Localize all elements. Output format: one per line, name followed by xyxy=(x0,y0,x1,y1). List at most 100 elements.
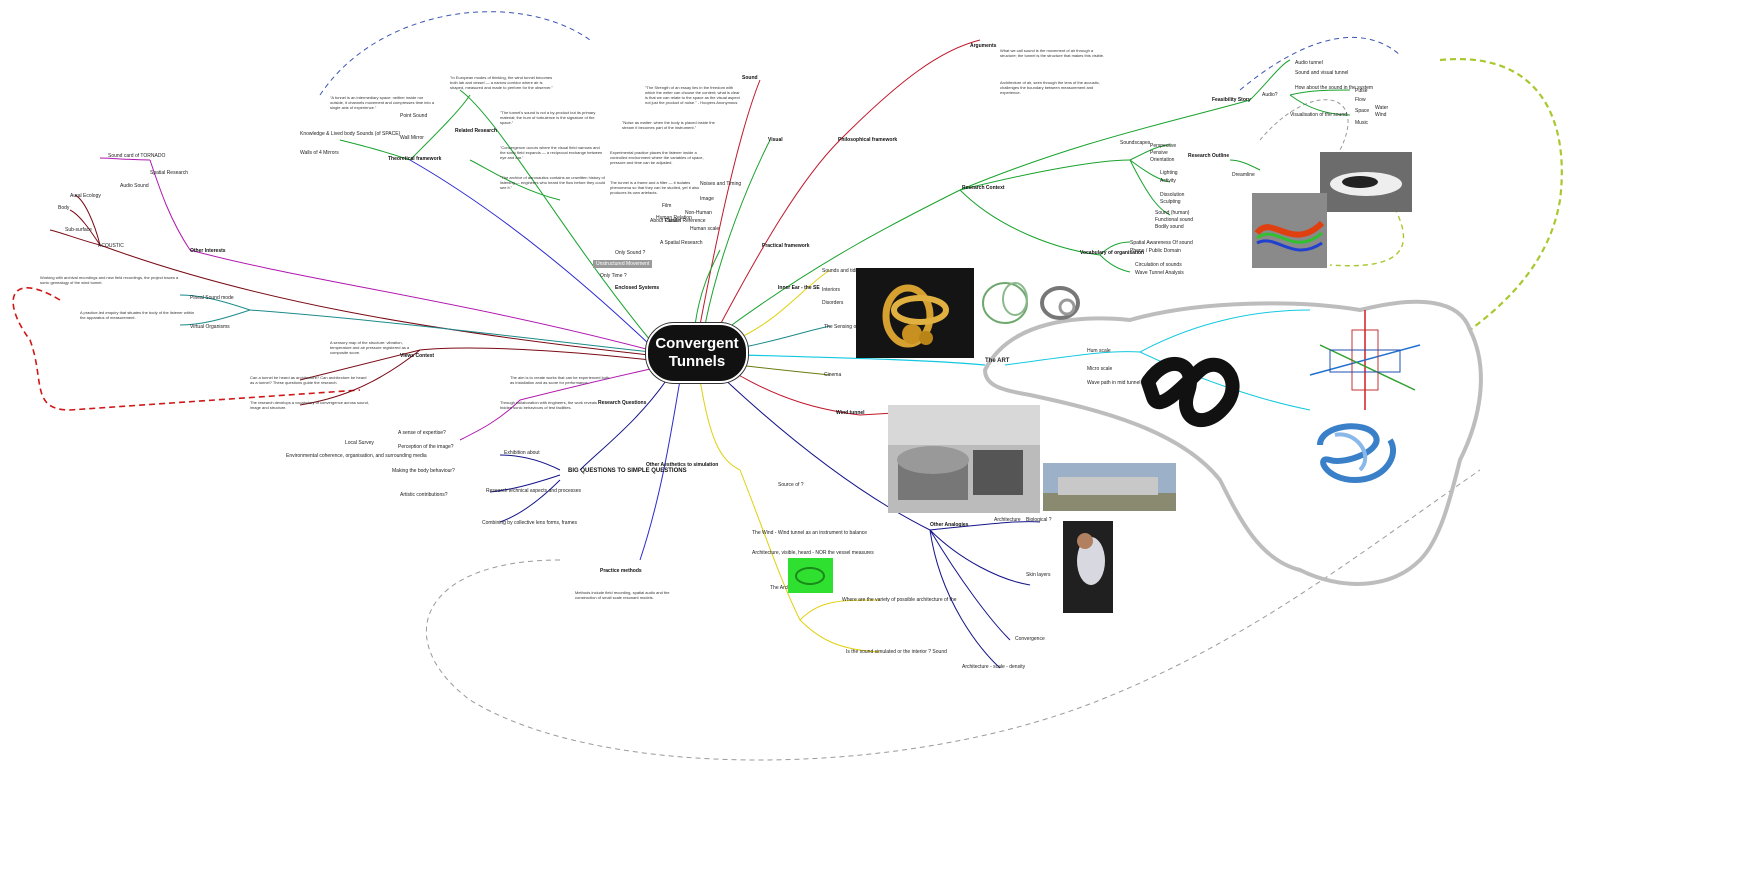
label-only-time[interactable]: Only Time ? xyxy=(600,273,627,279)
heading-practical-framework[interactable]: Practical framework xyxy=(762,243,810,249)
label-variety[interactable]: Where are the variety of possible archit… xyxy=(842,597,957,603)
label-making-body[interactable]: Making the body behaviour? xyxy=(392,468,455,474)
label-architecture[interactable]: Architecture xyxy=(994,517,1021,523)
label-perspective[interactable]: Perspective xyxy=(1150,143,1177,149)
heading-views-context[interactable]: Views Context xyxy=(400,353,435,359)
label-acoustic[interactable]: ACOUSTIC xyxy=(98,243,124,249)
label-sense-expertise[interactable]: A sense of expertise? xyxy=(398,430,446,436)
label-pineal[interactable]: Pineal Sound mode xyxy=(190,295,234,301)
label-lighting[interactable]: Lighting xyxy=(1160,170,1178,176)
heading-research-context[interactable]: Research Context xyxy=(962,185,1005,191)
heading-theoretical-framework[interactable]: Theoretical framework xyxy=(388,156,442,162)
heading-philosophical-framework[interactable]: Philosophical framework xyxy=(838,137,898,143)
label-sound-visual[interactable]: Sound and visual tunnel xyxy=(1295,70,1349,76)
heading-research-outline[interactable]: Research Outline xyxy=(1188,153,1230,159)
label-combining[interactable]: Combining by collective lens forms, fram… xyxy=(482,520,578,526)
label-spatial-awareness[interactable]: Spatial Awareness Of sound xyxy=(1130,240,1193,246)
heading-arguments[interactable]: Arguments xyxy=(970,43,997,49)
label-local-survey[interactable]: Local Survey xyxy=(345,440,374,446)
label-functional-sound[interactable]: Functional sound xyxy=(1155,217,1194,223)
label-artistic[interactable]: Artistic contributions? xyxy=(400,492,448,498)
label-audio-sound[interactable]: Audio Sound xyxy=(120,183,149,189)
label-non-human[interactable]: Non-Human xyxy=(685,210,712,216)
label-pensive[interactable]: Pensive xyxy=(1150,150,1168,156)
label-wave-path[interactable]: Wave path in mid tunnel xyxy=(1087,380,1141,386)
label-sound-card[interactable]: Sound card of TORNADO xyxy=(108,153,166,159)
heading-other-interests[interactable]: Other Interests xyxy=(190,248,226,254)
label-convergence[interactable]: Convergence xyxy=(1015,636,1045,642)
label-audio[interactable]: Audio? xyxy=(1262,92,1278,98)
heading-enclosed-systems[interactable]: Enclosed Systems xyxy=(615,285,660,291)
label-soundscapes[interactable]: Soundscapes xyxy=(1120,140,1151,146)
label-about-parallel[interactable]: About Parallel xyxy=(650,218,682,224)
heading-visual[interactable]: Visual xyxy=(768,137,783,143)
label-noises-timing[interactable]: Noises and Timing xyxy=(700,181,742,187)
tag-unstructured-movement[interactable]: Unstructured Movement xyxy=(593,260,653,268)
label-music[interactable]: Music xyxy=(1355,120,1369,126)
heading-feasibility[interactable]: Feasibility Story xyxy=(1212,97,1251,103)
label-flow[interactable]: Flow xyxy=(1355,97,1366,103)
label-circulation[interactable]: Circulation of sounds xyxy=(1135,262,1182,268)
label-biological[interactable]: Biological ? xyxy=(1026,517,1052,523)
label-orientation[interactable]: Orientation xyxy=(1150,157,1175,163)
label-virtual-organisms[interactable]: Virtual Organisms xyxy=(190,324,230,330)
heading-other-aesthetic[interactable]: Other Aesthetics to simulation xyxy=(646,462,719,468)
label-spatial-research[interactable]: A Spatial Research xyxy=(660,240,703,246)
label-micro-scale[interactable]: Micro scale xyxy=(1087,366,1113,372)
heading-inner-ear[interactable]: Inner Ear - the SE xyxy=(778,285,820,291)
label-sculpting[interactable]: Sculpting xyxy=(1160,199,1181,205)
heading-sound[interactable]: Sound xyxy=(742,75,758,81)
label-walls-mirrors[interactable]: Walls of 4 Mirrors xyxy=(300,150,339,156)
label-activity[interactable]: Activity xyxy=(1160,178,1176,184)
heading-big-questions[interactable]: BIG QUESTIONS TO SIMPLE QUESTIONS xyxy=(568,468,687,474)
heading-other-analogies[interactable]: Other Analogies xyxy=(930,522,969,528)
label-environmental[interactable]: Environmental coherence, organisation, a… xyxy=(286,453,427,459)
label-sub-surface[interactable]: Sub-surface xyxy=(65,227,92,233)
label-knowledge[interactable]: Knowledge & Lived body Sounds (of SPACE) xyxy=(300,131,401,137)
heading-vocabulary-organisation[interactable]: Vocabulary of organisation xyxy=(1080,250,1145,256)
label-only-sound[interactable]: Only Sound ? xyxy=(615,250,646,256)
label-hum-scale[interactable]: Hum scale xyxy=(1087,348,1111,354)
label-visualisation[interactable]: Visualisation of the sound xyxy=(1290,112,1347,118)
label-how-about[interactable]: How about the sound in the system xyxy=(1295,85,1374,91)
label-cinema[interactable]: Cinema xyxy=(824,372,842,378)
label-spatial-research-2[interactable]: Spatial Research xyxy=(150,170,189,176)
label-human-scale[interactable]: Human scale xyxy=(690,226,720,232)
heading-wind-tunnel[interactable]: Wind tunnel xyxy=(836,410,865,416)
heading-practice-methods[interactable]: Practice methods xyxy=(600,568,642,574)
label-audio-tunnel[interactable]: Audio tunnel xyxy=(1295,60,1323,66)
label-space[interactable]: Space xyxy=(1355,108,1370,114)
label-pulse[interactable]: Pulse xyxy=(1355,88,1368,94)
label-dissolution[interactable]: Dissolution xyxy=(1160,192,1185,198)
label-disorders[interactable]: Disorders xyxy=(822,300,844,306)
label-aural-ecology[interactable]: Aural Ecology xyxy=(70,193,101,199)
label-wave-analysis[interactable]: Wave Tunnel Analysis xyxy=(1135,270,1184,276)
label-point-sound[interactable]: Point Sound xyxy=(400,113,428,119)
heading-research-questions[interactable]: Research Questions xyxy=(598,400,647,406)
label-exhibition[interactable]: Exhibition about xyxy=(504,450,540,456)
label-wall-mirror[interactable]: Wall Mirror xyxy=(400,135,424,141)
heading-the-art[interactable]: The ART xyxy=(985,358,1010,364)
label-bodily-sound[interactable]: Bodily sound xyxy=(1155,224,1184,230)
heading-related-research[interactable]: Related Research xyxy=(455,128,497,134)
label-water[interactable]: Water xyxy=(1375,105,1389,111)
label-architecture-scale[interactable]: Architecture - scale - density xyxy=(962,664,1026,670)
central-topic[interactable]: Convergent Tunnels xyxy=(646,323,748,383)
label-wind[interactable]: Wind xyxy=(1375,112,1387,118)
label-research-technical[interactable]: Research technical aspects and processes xyxy=(486,488,582,494)
label-image[interactable]: Image xyxy=(700,196,714,202)
label-skin-layers[interactable]: Skin layers xyxy=(1026,572,1051,578)
label-the-wind[interactable]: The Wind - Wind tunnel as an instrument … xyxy=(752,530,868,536)
label-body[interactable]: Body xyxy=(58,205,70,211)
label-human-relation[interactable]: Human Relation xyxy=(656,215,692,221)
label-curtain-ref[interactable]: Curtain Reference xyxy=(665,218,706,224)
label-architecture-visible[interactable]: Architecture, visible, heard - NOR the v… xyxy=(752,550,874,556)
label-sound-human[interactable]: Sound (human) xyxy=(1155,210,1190,216)
label-phone[interactable]: Phone / Public Domain xyxy=(1130,248,1181,254)
label-film[interactable]: Film xyxy=(662,203,672,209)
label-sounds-tidies[interactable]: Sounds and tidies xyxy=(822,268,862,274)
label-dreamline[interactable]: Dreamline xyxy=(1232,172,1255,178)
label-perception-image[interactable]: Perception of the image? xyxy=(398,444,454,450)
label-interiors[interactable]: Interiors xyxy=(822,287,841,293)
label-sound-simulated[interactable]: Is the sound simulated or the interior ?… xyxy=(846,649,947,655)
